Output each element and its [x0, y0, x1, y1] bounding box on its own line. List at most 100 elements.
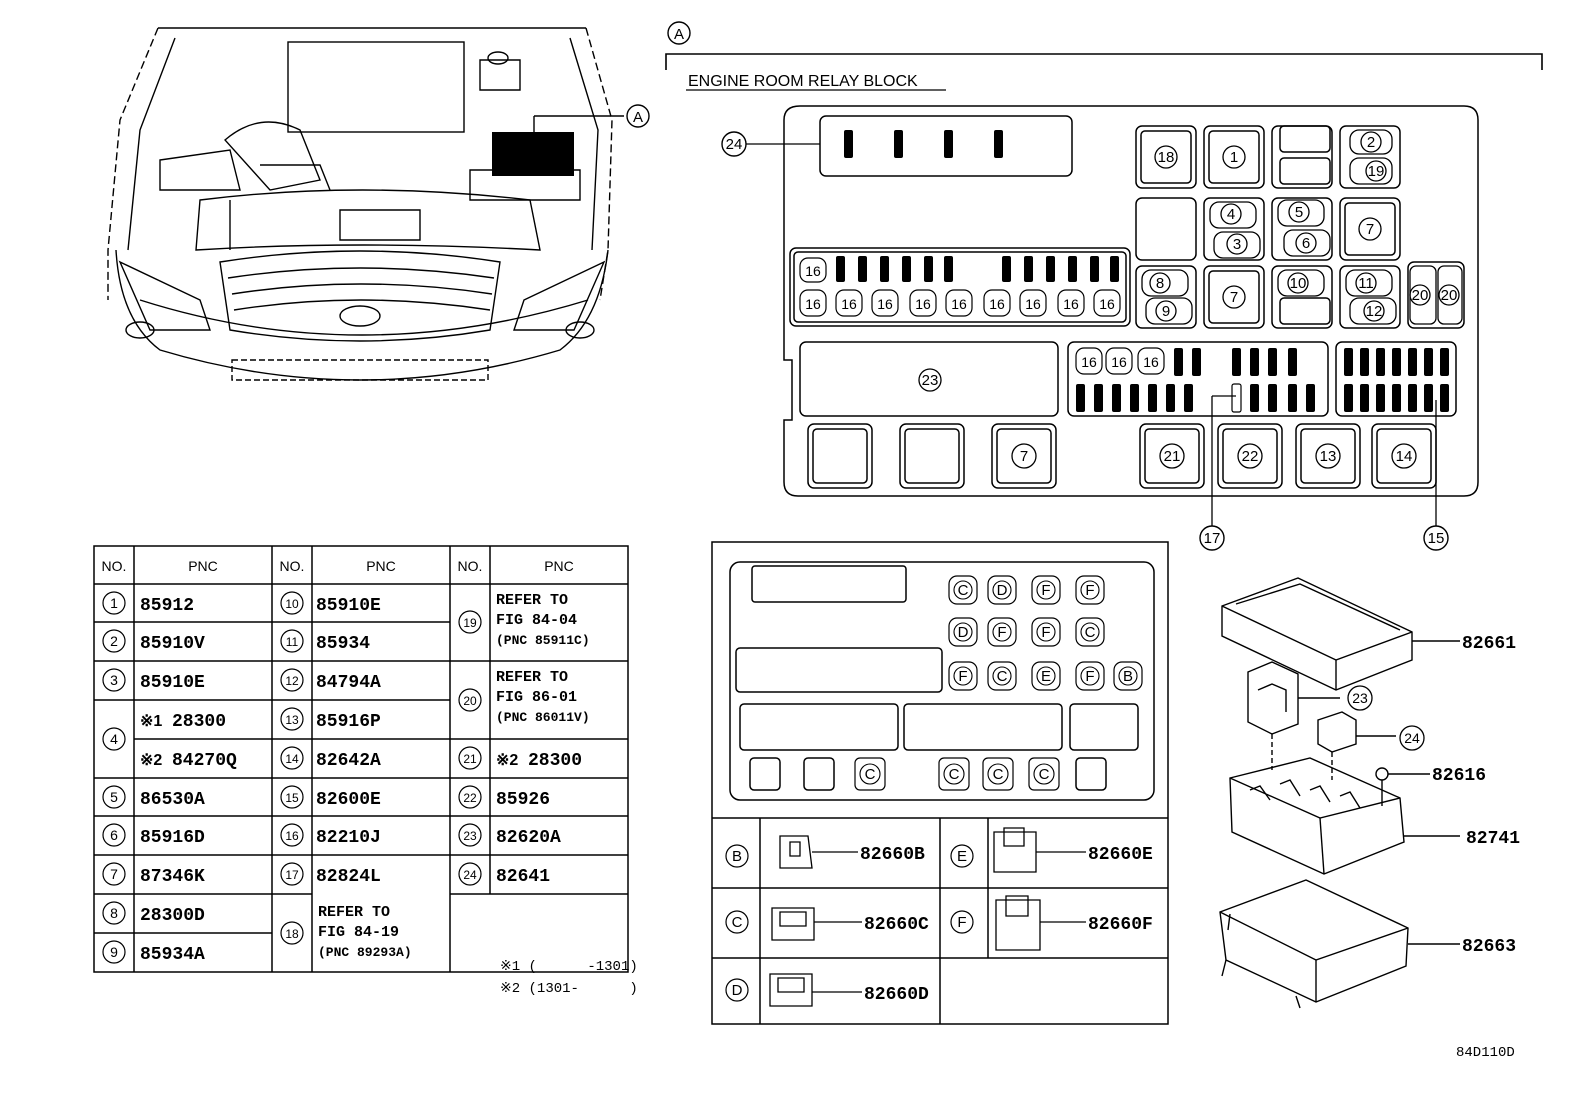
terminal-cell	[1028, 757, 1060, 791]
svg-text:82660B: 82660B	[860, 845, 925, 865]
engine-bay-illustration	[107, 27, 613, 381]
svg-text:85934A: 85934A	[140, 945, 205, 965]
svg-text:87346K: 87346K	[140, 867, 205, 887]
figure-id: 84D110D	[1456, 1045, 1515, 1061]
svg-text:D: D	[732, 982, 743, 999]
svg-text:5: 5	[1295, 204, 1303, 221]
svg-text:82620A: 82620A	[496, 828, 561, 848]
svg-text:18: 18	[1158, 149, 1175, 166]
svg-text:20: 20	[1441, 287, 1458, 304]
fuse-blades	[836, 130, 1449, 413]
terminal-cell	[1031, 617, 1061, 647]
svg-text:※2: ※2	[140, 752, 162, 769]
terminal-letter: C	[949, 766, 960, 783]
svg-text:85910V: 85910V	[140, 634, 205, 654]
svg-text:NO.: NO.	[458, 558, 483, 574]
svg-text:13: 13	[1320, 448, 1337, 465]
svg-text:REFER TO: REFER TO	[496, 669, 568, 686]
callout-a-header: A	[667, 21, 691, 45]
parts-table-headers: NO. PNC NO. PNC NO. PNC	[102, 558, 574, 574]
svg-text:14: 14	[285, 752, 299, 766]
svg-text:85910E: 85910E	[316, 596, 381, 616]
svg-text:82600E: 82600E	[316, 790, 381, 810]
svg-text:82660C: 82660C	[864, 915, 929, 935]
fuse-16-labels: 16 16 16 16 16 16 16 16 16 16 16 16 16	[799, 257, 1165, 375]
svg-text:82642A: 82642A	[316, 751, 381, 771]
svg-text:18: 18	[285, 927, 299, 941]
svg-text:(PNC 89293A): (PNC 89293A)	[318, 945, 412, 960]
relay-block-callouts: 24 17 15	[721, 131, 1449, 551]
relay-label-text: 18 1 2 19 4 3 5 6 7 8 9 7 10 11 12 20 20…	[922, 134, 1458, 465]
terminal-cell	[948, 575, 978, 605]
terminal-letter: F	[958, 668, 967, 685]
svg-text:86530A: 86530A	[140, 790, 205, 810]
svg-text:16: 16	[841, 296, 857, 312]
svg-text:8: 8	[110, 905, 118, 921]
svg-text:3: 3	[1233, 236, 1241, 253]
terminal-cell	[1075, 617, 1105, 647]
svg-text:17: 17	[1204, 530, 1221, 547]
table-number-circles	[102, 591, 482, 964]
terminal-letter: D	[997, 582, 1008, 599]
svg-text:16: 16	[805, 296, 821, 312]
svg-text:(PNC 85911C): (PNC 85911C)	[496, 633, 590, 648]
svg-text:85916D: 85916D	[140, 828, 205, 848]
svg-text:16: 16	[877, 296, 893, 312]
svg-text:82616: 82616	[1432, 766, 1486, 786]
exploded-view	[1219, 577, 1460, 1009]
svg-text:REFER TO: REFER TO	[496, 592, 568, 609]
svg-text:(PNC 86011V): (PNC 86011V)	[496, 710, 590, 725]
svg-text:16: 16	[951, 296, 967, 312]
svg-text:82663: 82663	[1462, 937, 1516, 957]
svg-text:24: 24	[1404, 730, 1420, 746]
svg-text:E: E	[957, 848, 967, 865]
svg-text:11: 11	[286, 635, 299, 649]
terminal-letter: C	[993, 766, 1004, 783]
svg-text:9: 9	[110, 944, 118, 960]
relay-block-location-marker	[492, 132, 574, 176]
svg-text:B: B	[732, 848, 742, 865]
svg-text:※1 ( -1301): ※1 ( -1301)	[500, 959, 638, 975]
svg-text:21: 21	[463, 752, 477, 766]
terminal-letter: F	[1085, 668, 1094, 685]
svg-text:A: A	[633, 109, 643, 126]
svg-text:28300: 28300	[528, 751, 582, 771]
svg-text:16: 16	[915, 296, 931, 312]
svg-text:85912: 85912	[140, 596, 194, 616]
terminal-cell	[982, 757, 1014, 791]
terminal-letter: D	[958, 624, 969, 641]
svg-text:7: 7	[110, 866, 118, 882]
parts-table	[93, 545, 629, 973]
terminal-letter: E	[1041, 668, 1051, 685]
svg-text:23: 23	[1352, 690, 1368, 706]
svg-text:FIG 84-19: FIG 84-19	[318, 924, 399, 941]
terminal-cell	[938, 757, 970, 791]
svg-text:16: 16	[1081, 354, 1097, 370]
relay-labels	[918, 129, 1463, 469]
svg-text:12: 12	[1366, 303, 1383, 320]
svg-text:28300D: 28300D	[140, 906, 205, 926]
bracket-line	[665, 53, 1543, 70]
svg-text:16: 16	[285, 829, 299, 843]
terminal-letter: C	[997, 668, 1008, 685]
terminal-letter: B	[1123, 668, 1133, 685]
terminal-cell	[987, 661, 1017, 691]
svg-text:PNC: PNC	[366, 558, 396, 574]
terminal-cell	[1031, 575, 1061, 605]
relay-block	[783, 105, 1479, 497]
svg-text:16: 16	[1025, 296, 1041, 312]
svg-text:17: 17	[285, 868, 299, 882]
svg-text:NO.: NO.	[102, 558, 127, 574]
svg-text:7: 7	[1230, 289, 1238, 306]
svg-text:82660E: 82660E	[1088, 845, 1153, 865]
svg-text:14: 14	[1396, 448, 1413, 465]
exploded-labels: 82661 23 24 82616 82741 82663	[1347, 634, 1520, 957]
svg-text:15: 15	[1428, 530, 1445, 547]
svg-text:1: 1	[1230, 149, 1238, 166]
svg-text:PNC: PNC	[188, 558, 218, 574]
callout-a-engine: A	[626, 104, 650, 128]
svg-text:85934: 85934	[316, 634, 370, 654]
svg-text:7: 7	[1020, 448, 1028, 465]
